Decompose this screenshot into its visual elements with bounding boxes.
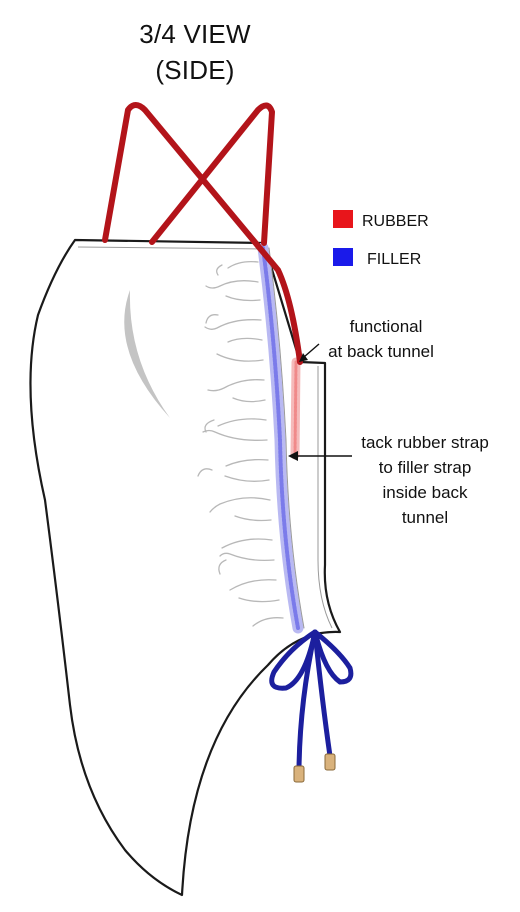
annotation-tack-line-3: inside back [382,483,468,502]
drawcord-bow [269,629,354,771]
annotation-functional-line-2: at back tunnel [328,342,434,361]
annotation-tack-line-4: tunnel [402,508,448,527]
legend-label-rubber: RUBBER [362,213,429,230]
annotation-functional-line-1: functional [350,317,423,336]
filler-strap-stitching [257,242,305,634]
top-edge-binding [77,246,263,250]
cord-tip-left [293,765,305,783]
annotation-tack-line-2: to filler strap [379,458,472,477]
back-tunnel-seam [317,366,333,629]
title-line-2: (SIDE) [155,55,234,85]
annotation-functional-arrow [299,343,320,362]
rubber-strap-stitching [290,357,301,460]
title-line-1: 3/4 VIEW [139,19,251,49]
cord-tip-right [324,753,336,771]
rubber-straps [102,102,303,365]
annotation-tack-arrow [288,451,352,461]
annotation-tack-line-1: tack rubber strap [361,433,489,452]
legend-swatch-filler [333,248,353,266]
legend-swatch-rubber [333,210,353,228]
side-shading [124,290,170,418]
ruching-lines [197,260,284,627]
legend-label-filler: FILLER [367,251,421,268]
